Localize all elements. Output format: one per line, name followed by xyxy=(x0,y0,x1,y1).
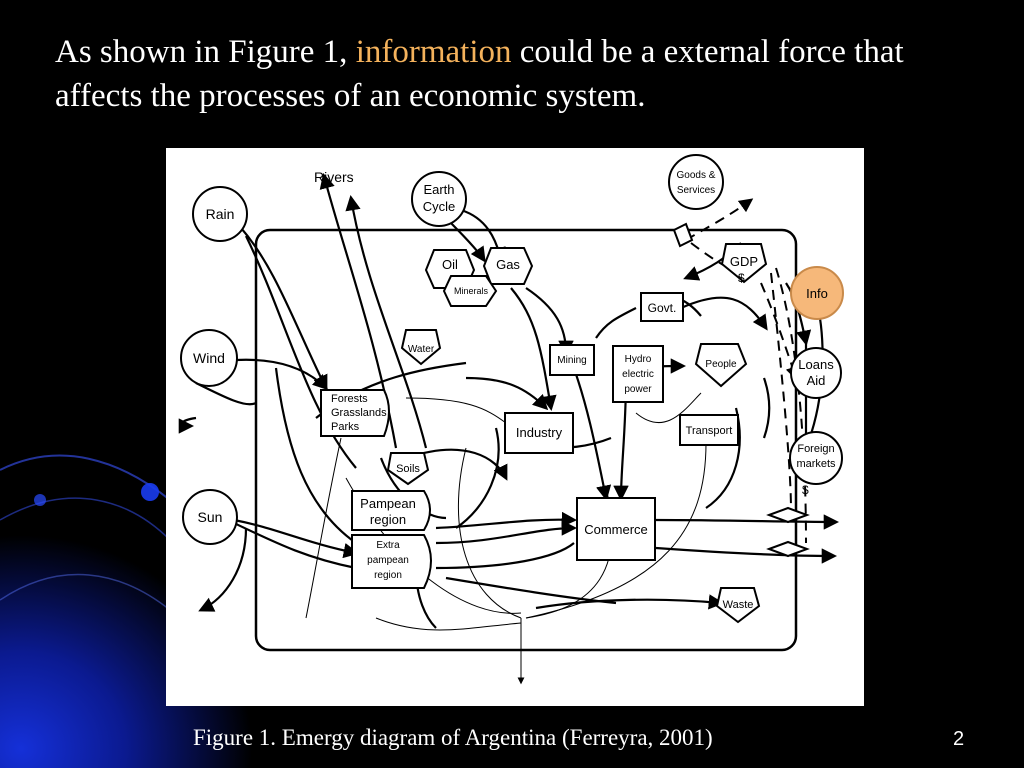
svg-text:Earth: Earth xyxy=(423,182,454,197)
process-commerce: Commerce xyxy=(576,497,656,561)
source-loans-aid: Loans Aid xyxy=(790,347,842,399)
title-text-1: As shown in Figure 1, xyxy=(55,34,348,70)
process-extra-pampean-region: Extra pampean region xyxy=(351,534,432,589)
emergy-diagram-figure: Rain Rivers Earth Cycle Goods & Services… xyxy=(166,148,864,706)
source-goods-services: Goods & Services xyxy=(668,154,724,210)
exchange-symbols xyxy=(672,222,810,558)
gdp-dollar: $ xyxy=(738,271,745,285)
storage-water: Water xyxy=(400,329,442,366)
svg-text:Oil: Oil xyxy=(442,257,458,272)
svg-text:People: People xyxy=(705,359,737,370)
svg-text:markets: markets xyxy=(796,458,836,470)
svg-text:Goods &: Goods & xyxy=(677,170,716,181)
svg-text:Cycle: Cycle xyxy=(423,199,456,214)
process-forests-grasslands-parks: Forests Grasslands Parks xyxy=(320,389,390,437)
svg-text:Rivers: Rivers xyxy=(314,169,354,185)
svg-text:region: region xyxy=(370,512,406,527)
svg-text:Water: Water xyxy=(408,344,435,355)
svg-text:Info: Info xyxy=(806,286,828,301)
source-foreign-markets: Foreign markets xyxy=(789,431,843,485)
storage-gdp: GDP xyxy=(720,243,768,284)
svg-text:Govt.: Govt. xyxy=(648,301,677,315)
svg-text:Extra: Extra xyxy=(376,540,400,551)
svg-text:Transport: Transport xyxy=(686,425,733,437)
page-number: 2 xyxy=(953,728,965,750)
svg-text:Gas: Gas xyxy=(496,257,520,272)
storage-minerals: Minerals xyxy=(442,275,498,307)
svg-text:Aid: Aid xyxy=(807,373,826,388)
source-rain: Rain xyxy=(192,186,248,242)
source-info: Info xyxy=(790,266,844,320)
svg-text:Pampean: Pampean xyxy=(360,496,416,511)
title-text-2: could be a external force that affects t… xyxy=(55,34,904,114)
svg-text:Wind: Wind xyxy=(193,350,225,366)
foreign-markets-dollar: $ xyxy=(802,483,809,497)
figure-caption: Figure 1. Emergy diagram of Argentina (F… xyxy=(193,725,713,750)
svg-text:Grasslands: Grasslands xyxy=(331,407,387,419)
svg-text:region: region xyxy=(374,570,402,581)
svg-text:Parks: Parks xyxy=(331,421,360,433)
process-hydro-electric-power: Hydro electric power xyxy=(612,345,664,403)
title-highlight-information: information xyxy=(355,34,512,70)
svg-text:Loans: Loans xyxy=(798,357,834,372)
source-sun: Sun xyxy=(182,489,238,545)
source-wind: Wind xyxy=(180,329,238,387)
svg-text:Minerals: Minerals xyxy=(454,286,489,296)
storage-gas: Gas xyxy=(482,247,534,285)
svg-text:Soils: Soils xyxy=(396,463,420,475)
svg-text:Mining: Mining xyxy=(557,355,586,366)
storage-waste: Waste xyxy=(715,587,761,624)
process-govt: Govt. xyxy=(640,292,684,322)
emergy-diagram: Rain Rivers Earth Cycle Goods & Services… xyxy=(178,154,844,685)
source-rivers-label: Rivers xyxy=(314,169,354,185)
process-mining: Mining xyxy=(549,344,595,376)
process-industry: Industry xyxy=(504,412,574,454)
slide-title: As shown in Figure 1, information could … xyxy=(55,30,985,118)
svg-text:Commerce: Commerce xyxy=(584,522,648,537)
svg-text:Forests: Forests xyxy=(331,393,368,405)
source-earth-cycle: Earth Cycle xyxy=(411,171,467,227)
process-transport: Transport xyxy=(679,414,739,446)
svg-text:Foreign: Foreign xyxy=(797,443,834,455)
svg-text:Waste: Waste xyxy=(723,599,754,611)
svg-text:electric: electric xyxy=(622,369,654,380)
svg-text:GDP: GDP xyxy=(730,254,758,269)
svg-text:pampean: pampean xyxy=(367,555,409,566)
svg-text:Industry: Industry xyxy=(516,425,563,440)
svg-text:Rain: Rain xyxy=(206,206,235,222)
svg-text:power: power xyxy=(624,384,652,395)
svg-text:Services: Services xyxy=(677,185,715,196)
svg-text:Hydro: Hydro xyxy=(625,354,652,365)
process-pampean-region: Pampean region xyxy=(351,490,431,531)
svg-text:Sun: Sun xyxy=(198,509,223,525)
storage-people: People xyxy=(694,343,748,388)
thin-flows xyxy=(305,392,707,685)
storage-soils: Soils xyxy=(386,452,430,486)
